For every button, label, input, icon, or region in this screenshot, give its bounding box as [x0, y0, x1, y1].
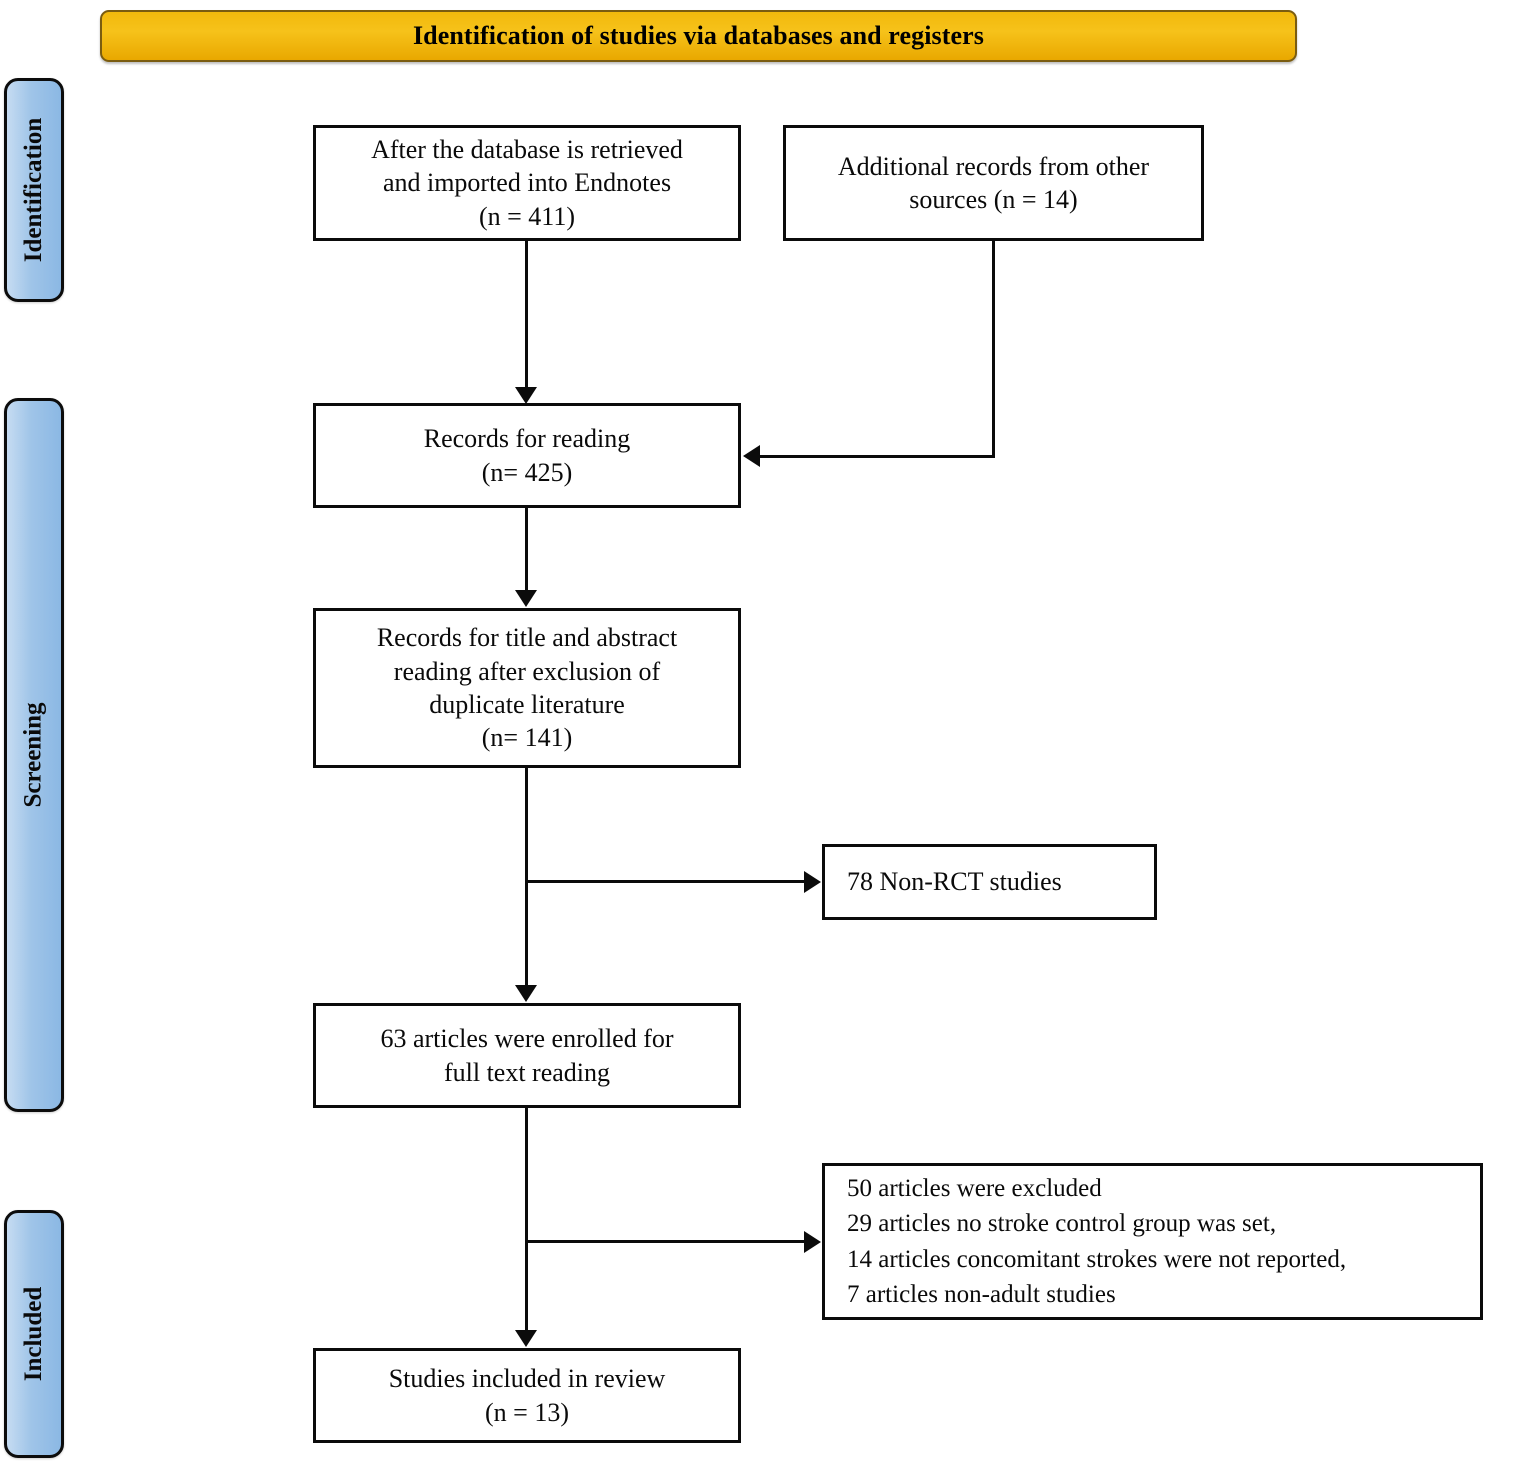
box-titleabs-line-4: (n= 141) — [481, 723, 573, 753]
stage-label-identification-text: Identification — [20, 117, 48, 263]
arrowhead-reading-to-titleabs — [515, 590, 537, 607]
page-title: Identification of studies via databases … — [412, 21, 985, 50]
arrowhead-titleabs-to-nonrct — [804, 871, 821, 893]
box-nonrct-line-1: 78 Non-RCT studies — [847, 867, 1062, 897]
box-excluded-line-1: 50 articles were excluded — [847, 1174, 1102, 1202]
arrowhead-titleabs-to-fulltext — [515, 985, 537, 1002]
box-database-line-2: and imported into Endnotes — [382, 168, 672, 198]
stage-label-identification: Identification — [4, 78, 64, 302]
box-reading-line-2: (n= 425) — [481, 457, 573, 487]
arrowhead-fulltext-to-included — [515, 1330, 537, 1347]
box-fulltext-line-2: full text reading — [443, 1057, 611, 1087]
box-reading-line-1: Records for reading — [423, 424, 631, 454]
box-excluded-line-4: 7 articles non-adult studies — [847, 1281, 1116, 1308]
box-full-text-reading: 63 articles were enrolled for full text … — [313, 1003, 741, 1108]
box-excluded-line-2: 29 articles no stroke control group was … — [847, 1210, 1277, 1237]
box-excluded-line-3: 14 articles concomitant strokes were not… — [847, 1245, 1347, 1273]
box-excluded-articles: 50 articles were excluded 29 articles no… — [822, 1163, 1483, 1320]
box-additional-line-1: Additional records from other — [837, 151, 1150, 181]
box-additional-records: Additional records from other sources (n… — [783, 125, 1204, 241]
box-database-line-3: (n = 411) — [478, 201, 575, 231]
connector-fulltext-stem — [525, 1108, 528, 1332]
box-included-line-1: Studies included in review — [388, 1364, 666, 1394]
box-title-abstract-reading: Records for title and abstract reading a… — [313, 608, 741, 768]
connector-reading-to-titleabs — [525, 508, 528, 592]
connector-database-to-reading — [525, 241, 528, 389]
arrowhead-database-to-reading — [515, 387, 537, 404]
header-banner: Identification of studies via databases … — [100, 10, 1297, 62]
stage-label-screening-text: Screening — [20, 702, 47, 808]
box-titleabs-line-2: reading after exclusion of — [393, 656, 661, 686]
box-fulltext-line-1: 63 articles were enrolled for — [380, 1024, 674, 1054]
connector-titleabs-to-nonrct — [527, 880, 805, 883]
arrowhead-additional-to-reading — [743, 445, 760, 467]
box-database-line-1: After the database is retrieved — [371, 135, 683, 165]
box-non-rct-studies: 78 Non-RCT studies — [822, 844, 1157, 920]
box-studies-included: Studies included in review (n = 13) — [313, 1348, 741, 1443]
stage-label-included-text: Included — [20, 1286, 48, 1382]
connector-additional-left — [760, 455, 995, 458]
connector-fulltext-to-excluded — [527, 1240, 805, 1243]
connector-additional-down — [992, 241, 995, 458]
stage-label-screening: Screening — [4, 398, 64, 1112]
connector-titleabs-stem — [525, 768, 528, 987]
box-records-for-reading: Records for reading (n= 425) — [313, 403, 741, 508]
box-included-line-2: (n = 13) — [485, 1397, 569, 1427]
arrowhead-fulltext-to-excluded — [804, 1231, 821, 1253]
box-titleabs-line-1: Records for title and abstract — [376, 623, 678, 653]
box-database-records: After the database is retrieved and impo… — [313, 125, 741, 241]
box-additional-line-2: sources (n = 14) — [909, 185, 1078, 214]
stage-label-included: Included — [4, 1210, 64, 1458]
box-titleabs-line-3: duplicate literature — [429, 690, 625, 719]
